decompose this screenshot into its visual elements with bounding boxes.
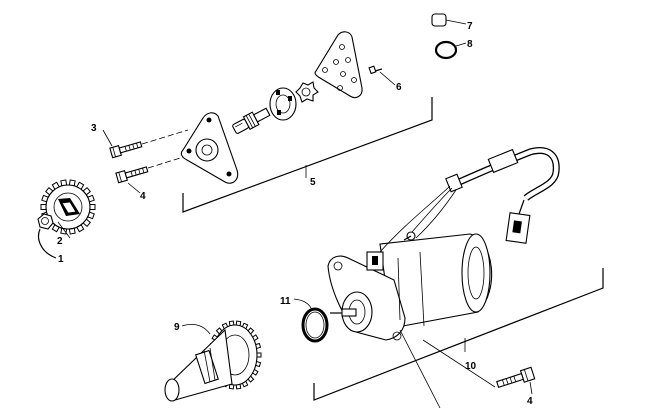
callout-5: 5 — [310, 177, 316, 188]
part-9-starter-clutch — [164, 320, 262, 402]
callout-6: 6 — [396, 82, 402, 93]
callout-9: 9 — [174, 322, 180, 333]
callout-labels: 1 2 3 4 5 6 7 8 9 10 11 4 — [57, 21, 533, 407]
callout-4-upper: 4 — [140, 191, 146, 202]
part-7-cap — [431, 13, 467, 27]
callout-10: 10 — [465, 361, 477, 372]
callout-1: 1 — [58, 254, 64, 265]
assembly-5-bracket — [182, 97, 433, 213]
part-1-nut — [37, 213, 57, 259]
part-mounting-plate — [180, 112, 239, 184]
part-star-gear — [295, 81, 319, 103]
part-8-oring — [434, 40, 467, 60]
part-2-sprocket — [40, 179, 96, 239]
callout-2: 2 — [57, 236, 63, 247]
callout-3: 3 — [91, 123, 97, 134]
part-6-screw — [368, 65, 396, 86]
part-gear-shaft — [232, 107, 271, 134]
part-cover-plate — [314, 31, 363, 99]
part-4-bolt-lower — [399, 329, 536, 409]
assembly-10-bracket — [313, 268, 604, 401]
callout-4-lower: 4 — [527, 396, 533, 407]
part-11-oring — [293, 298, 329, 343]
callout-8: 8 — [467, 39, 473, 50]
callout-7: 7 — [467, 21, 473, 32]
part-clutch-gear — [269, 87, 297, 121]
part-3-bolt — [102, 129, 189, 159]
part-wiring-harness — [379, 147, 560, 253]
part-4-bolt-upper — [115, 154, 191, 194]
part-10-starter-motor — [327, 233, 493, 341]
callout-11: 11 — [280, 296, 291, 307]
